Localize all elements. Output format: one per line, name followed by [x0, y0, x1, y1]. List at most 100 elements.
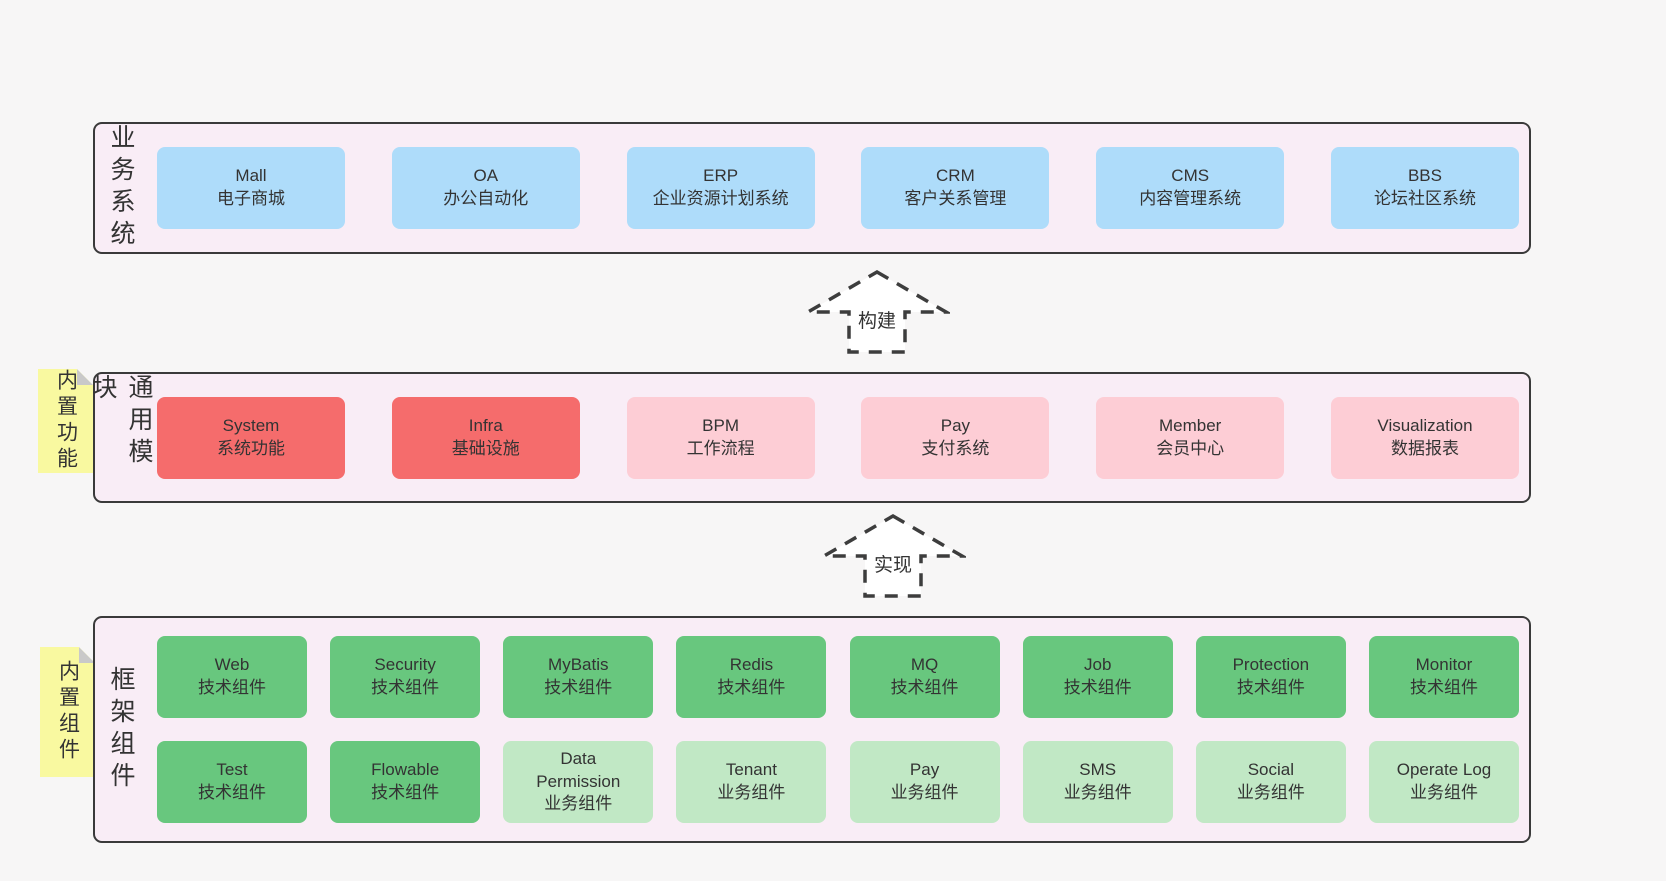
module-box: Pay 支付系统 — [861, 396, 1050, 479]
module-subtitle: 技术组件 — [371, 678, 440, 697]
module-name: BPM — [702, 415, 740, 435]
module-box: Mall 电子商城 — [157, 147, 345, 229]
module-subtitle: 业务组件 — [1409, 783, 1478, 802]
layer-common-modules: 通用模块 System 系统功能 Infra 基础设施 BPM 工作流程 Pay… — [89, 372, 1531, 503]
module-name: Protection — [1232, 655, 1310, 675]
module-name: Monitor — [1415, 655, 1473, 675]
module-subtitle: 会员中心 — [1156, 438, 1225, 458]
module-box: Member 会员中心 — [1096, 396, 1285, 479]
module-box: System 系统功能 — [157, 396, 345, 479]
module-subtitle: 技术组件 — [198, 783, 266, 802]
module-subtitle: 业务组件 — [890, 783, 959, 802]
module-box: Operate Log 业务组件 — [1368, 741, 1519, 823]
layer-label: 通用模块 — [89, 374, 153, 470]
arrow-label: 实现 — [874, 554, 912, 576]
module-name: Tenant — [725, 760, 777, 780]
box-row: Test 技术组件 Flowable 技术组件 Data Permission … — [157, 741, 1519, 823]
module-name: Visualization — [1377, 415, 1473, 435]
module-name: Redis — [729, 655, 774, 675]
module-subtitle: 工作流程 — [686, 438, 755, 458]
module-name: Pay — [909, 760, 940, 780]
module-box: CRM 客户关系管理 — [861, 147, 1050, 229]
module-box: SMS 业务组件 — [1022, 741, 1173, 823]
layer-label: 框架组件 — [107, 665, 135, 794]
module-name: Flowable — [371, 760, 440, 780]
module-name: Member — [1159, 415, 1222, 435]
module-name: Pay — [940, 415, 971, 435]
module-box: MyBatis 技术组件 — [503, 636, 654, 718]
module-subtitle: 技术组件 — [371, 783, 440, 802]
module-name: CMS — [1171, 166, 1210, 186]
module-box: MQ 技术组件 — [849, 636, 1000, 718]
module-box: Monitor 技术组件 — [1368, 636, 1519, 718]
module-name: ERP — [703, 166, 739, 186]
sticky-note-built-in-components: 内置组件 — [40, 647, 95, 777]
layer-boxes: Web 技术组件 Security 技术组件 MyBatis 技术组件 Redi… — [147, 618, 1529, 841]
sticky-note-built-in-functions: 内置功能 — [38, 369, 93, 473]
module-subtitle: 论坛社区系统 — [1373, 189, 1476, 208]
module-box: Data Permission 业务组件 — [503, 741, 654, 823]
box-row: Mall 电子商城 OA 办公自动化 ERP 企业资源计划系统 CRM 客户关系… — [157, 147, 1519, 229]
module-subtitle: 技术组件 — [890, 678, 959, 697]
module-subtitle: 客户关系管理 — [904, 189, 1007, 208]
sticky-note-label: 内置组件 — [56, 660, 80, 764]
module-name: Social — [1247, 760, 1294, 780]
module-name: OA — [473, 166, 499, 186]
box-row: System 系统功能 Infra 基础设施 BPM 工作流程 Pay 支付系统… — [157, 396, 1519, 479]
arrow-label: 构建 — [858, 310, 896, 332]
module-subtitle: 技术组件 — [1236, 678, 1305, 697]
module-subtitle: 系统功能 — [217, 438, 285, 458]
module-subtitle: 内容管理系统 — [1139, 189, 1242, 208]
layer-label: 业务系统 — [107, 124, 135, 252]
module-subtitle: 业务组件 — [717, 783, 786, 802]
module-name: Security — [374, 655, 436, 675]
layer-framework-components: 框架组件 Web 技术组件 Security 技术组件 MyBatis 技术组件… — [93, 616, 1531, 843]
module-box: Visualization 数据报表 — [1330, 396, 1519, 479]
module-subtitle: 业务组件 — [1236, 783, 1305, 802]
module-box: Infra 基础设施 — [391, 396, 580, 479]
module-name: Data Permission — [536, 748, 621, 791]
module-subtitle: 办公自动化 — [443, 189, 529, 208]
module-name: Mall — [235, 166, 267, 186]
module-box: Web 技术组件 — [157, 636, 307, 718]
layer-business-systems: 业务系统 Mall 电子商城 OA 办公自动化 ERP 企业资源计划系统 CRM… — [93, 122, 1531, 254]
module-name: MQ — [910, 655, 939, 675]
module-box: BPM 工作流程 — [626, 396, 815, 479]
up-arrow-icon: 构建 — [804, 269, 950, 354]
module-box: Tenant 业务组件 — [676, 741, 827, 823]
module-box: Job 技术组件 — [1022, 636, 1173, 718]
module-name: Test — [216, 760, 248, 780]
module-name: Job — [1083, 655, 1112, 675]
module-box: ERP 企业资源计划系统 — [626, 147, 815, 229]
module-subtitle: 数据报表 — [1390, 438, 1459, 458]
module-subtitle: 业务组件 — [1063, 783, 1132, 802]
module-name: CRM — [936, 166, 975, 186]
module-subtitle: 技术组件 — [1409, 678, 1478, 697]
module-subtitle: 技术组件 — [544, 678, 613, 697]
module-name: MyBatis — [548, 655, 609, 675]
module-subtitle: 企业资源计划系统 — [652, 189, 789, 208]
module-name: Operate Log — [1396, 760, 1492, 780]
arrow-implement: 实现 — [820, 512, 966, 600]
module-subtitle: 业务组件 — [544, 794, 613, 814]
module-name: Infra — [468, 415, 503, 435]
module-subtitle: 技术组件 — [717, 678, 786, 697]
module-box: Pay 业务组件 — [849, 741, 1000, 823]
module-subtitle: 电子商城 — [217, 189, 285, 208]
module-name: Web — [214, 655, 250, 675]
module-subtitle: 技术组件 — [1063, 678, 1132, 697]
layer-boxes: System 系统功能 Infra 基础设施 BPM 工作流程 Pay 支付系统… — [147, 374, 1529, 501]
box-row: Web 技术组件 Security 技术组件 MyBatis 技术组件 Redi… — [157, 636, 1519, 718]
module-subtitle: 技术组件 — [198, 678, 266, 697]
module-subtitle: 支付系统 — [921, 438, 990, 458]
module-name: SMS — [1079, 760, 1117, 780]
module-name: BBS — [1407, 166, 1442, 186]
layer-boxes: Mall 电子商城 OA 办公自动化 ERP 企业资源计划系统 CRM 客户关系… — [147, 124, 1529, 252]
module-box: OA 办公自动化 — [391, 147, 580, 229]
module-box: Redis 技术组件 — [676, 636, 827, 718]
module-name: System — [222, 415, 280, 435]
module-box: Security 技术组件 — [330, 636, 481, 718]
module-box: Social 业务组件 — [1195, 741, 1346, 823]
module-box: CMS 内容管理系统 — [1096, 147, 1285, 229]
